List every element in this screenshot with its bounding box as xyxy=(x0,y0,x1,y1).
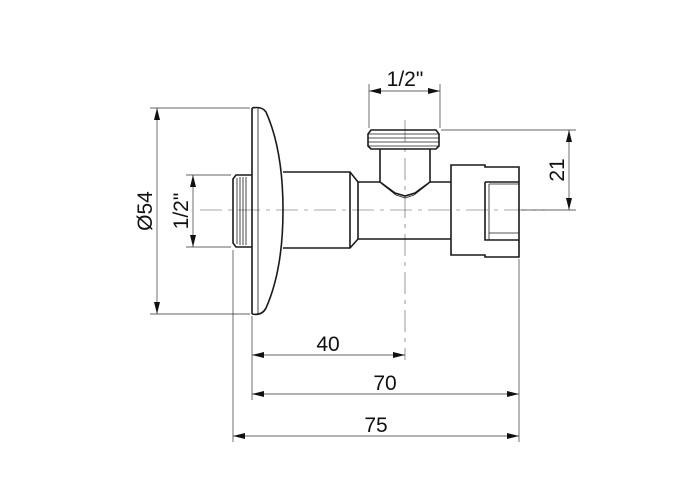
outlet-stem xyxy=(367,129,440,199)
label-70: 70 xyxy=(373,372,396,395)
inlet-thread xyxy=(232,174,252,248)
extension-lines xyxy=(150,84,576,442)
label-40: 40 xyxy=(316,333,339,356)
label-flange-diameter: Ø54 xyxy=(134,191,157,231)
label-outlet-height: 21 xyxy=(546,158,569,181)
compression-nut xyxy=(450,164,520,258)
wall-flange xyxy=(251,106,284,316)
label-inlet-thread: 1/2" xyxy=(170,193,193,230)
valve-body xyxy=(283,171,451,249)
label-75: 75 xyxy=(364,414,387,437)
label-outlet-thread: 1/2" xyxy=(387,68,424,91)
